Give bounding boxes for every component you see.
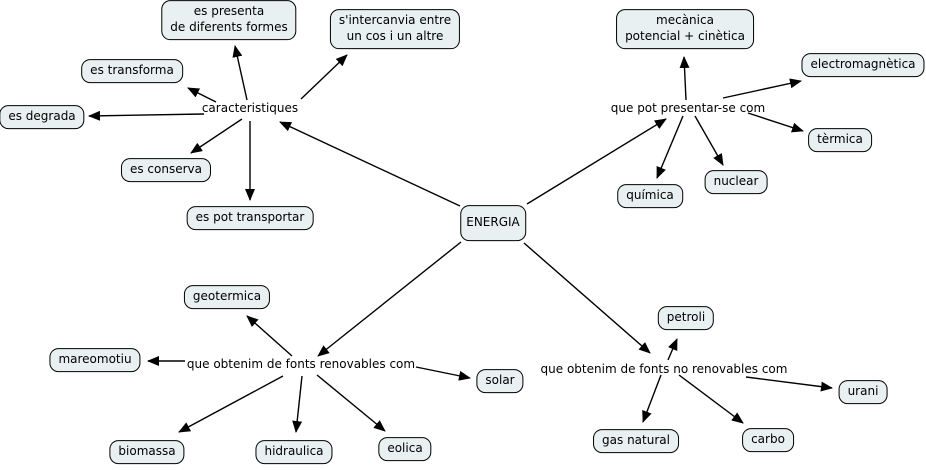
concept-node-urani[interactable]: urani — [838, 380, 888, 404]
concept-node-es-pot-transportar[interactable]: es pot transportar — [186, 206, 314, 230]
concept-node-es-presenta[interactable]: es presenta de diferents formes — [161, 0, 297, 40]
concept-node-solar[interactable]: solar — [476, 369, 524, 393]
concept-node-mecanica[interactable]: mecànica potencial + cinètica — [616, 9, 754, 49]
concept-node-petroli[interactable]: petroli — [657, 306, 715, 330]
concept-node-gas-natural[interactable]: gas natural — [593, 429, 679, 453]
concept-node-carbo[interactable]: carbo — [742, 428, 794, 452]
linking-phrase-renovables[interactable]: que obtenim de fonts renovables com — [186, 357, 416, 371]
linking-phrase-no-renovables[interactable]: que obtenim de fonts no renovables com — [540, 362, 788, 376]
concept-node-quimica[interactable]: química — [617, 184, 683, 208]
concept-node-hidraulica[interactable]: hidraulica — [255, 440, 333, 464]
concept-node-es-degrada[interactable]: es degrada — [0, 105, 85, 129]
concept-node-es-transforma[interactable]: es transforma — [81, 59, 183, 83]
concept-node-termica[interactable]: tèrmica — [808, 128, 872, 152]
concept-node-sintercanvia[interactable]: s'intercanvia entre un cos i un altre — [329, 9, 461, 49]
concept-node-mareomotiu[interactable]: mareomotiu — [49, 348, 141, 372]
concept-node-nuclear[interactable]: nuclear — [704, 170, 768, 194]
linking-phrase-caracteristiques[interactable]: caracteristiques — [201, 101, 299, 115]
concept-node-biomassa[interactable]: biomassa — [109, 440, 185, 464]
concept-node-geotermica[interactable]: geotermica — [183, 285, 271, 309]
concept-node-energia[interactable]: ENERGIA — [460, 205, 526, 241]
concept-node-eolica[interactable]: eolica — [378, 437, 432, 461]
concept-node-es-conserva[interactable]: es conserva — [120, 158, 212, 182]
linking-phrase-presentar[interactable]: que pot presentar-se com — [610, 101, 766, 115]
concept-node-electromagnetica[interactable]: electromagnètica — [801, 53, 925, 77]
